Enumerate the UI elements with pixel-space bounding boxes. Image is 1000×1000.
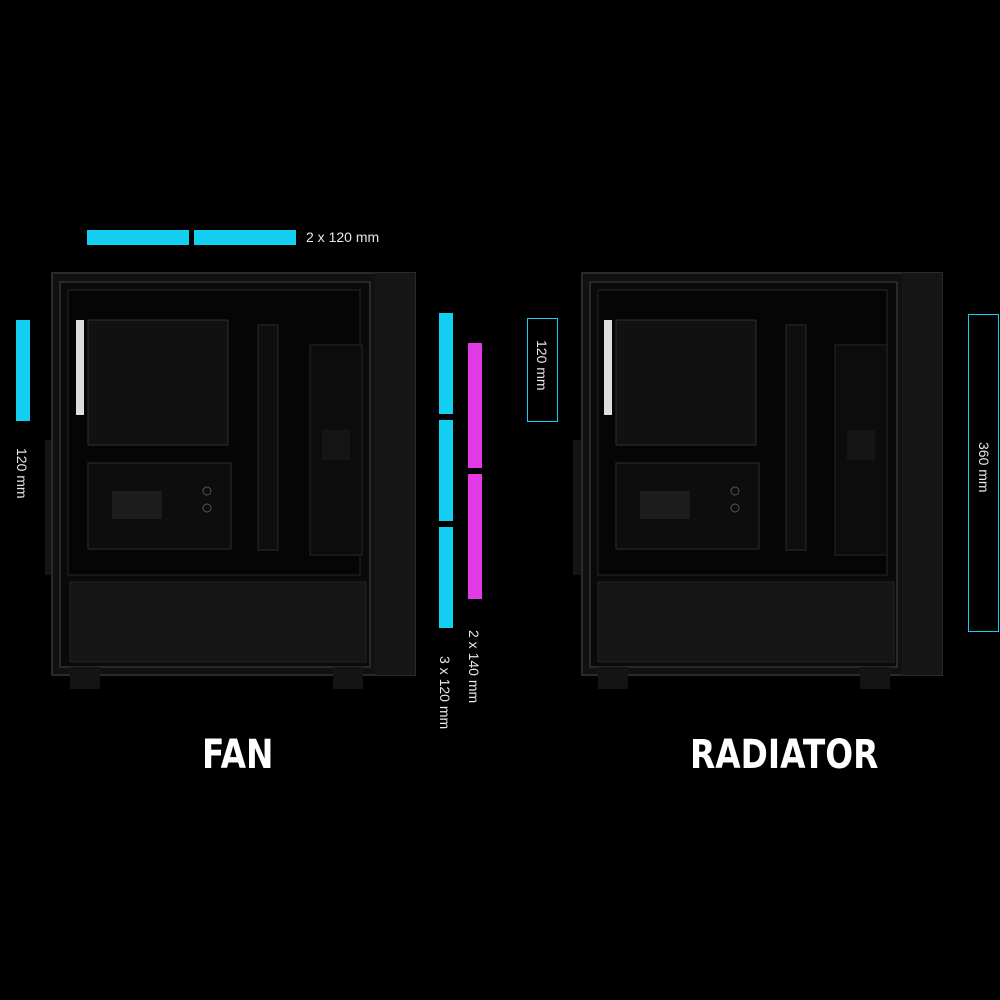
- radiator-title: RADIATOR: [690, 732, 879, 778]
- front-fan-120-slot-2: [439, 420, 453, 521]
- fan-title: FAN: [202, 732, 274, 778]
- front-fan-120-slot-3: [439, 527, 453, 628]
- front-fan-140-slot-1: [468, 343, 482, 468]
- top-fan-label: 2 x 120 mm: [306, 229, 380, 245]
- front-radiator-label: 360 mm: [976, 442, 992, 493]
- case-illustration-fan: [45, 272, 416, 689]
- case-illustration-radiator: [573, 272, 943, 689]
- rear-radiator-label: 120 mm: [534, 340, 550, 391]
- front-fan-140-label: 2 x 140 mm: [466, 630, 482, 704]
- front-fan-120-slot-1: [439, 313, 453, 414]
- rear-fan-label: 120 mm: [14, 448, 30, 499]
- top-fan-slot-2: [194, 230, 296, 245]
- rear-fan-slot: [16, 320, 30, 421]
- top-fan-slot-1: [87, 230, 189, 245]
- rear-radiator-slot: [527, 318, 558, 422]
- front-fan-120-label: 3 x 120 mm: [437, 656, 453, 730]
- front-fan-140-slot-2: [468, 474, 482, 599]
- front-radiator-slot: [968, 314, 999, 632]
